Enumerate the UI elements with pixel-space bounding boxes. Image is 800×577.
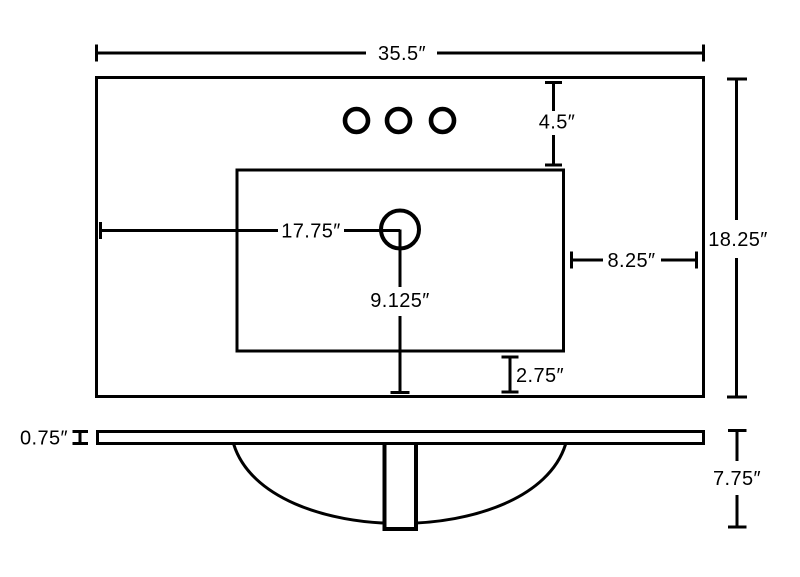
- svg-text:0.75″: 0.75″: [20, 428, 68, 450]
- svg-text:35.5″: 35.5″: [378, 43, 426, 65]
- svg-text:7.75″: 7.75″: [713, 468, 761, 490]
- svg-text:17.75″: 17.75″: [281, 221, 341, 243]
- svg-text:2.75″: 2.75″: [516, 365, 564, 387]
- svg-text:9.125″: 9.125″: [370, 290, 430, 312]
- svg-text:18.25″: 18.25″: [708, 229, 768, 251]
- svg-text:8.25″: 8.25″: [607, 250, 655, 272]
- svg-text:4.5″: 4.5″: [539, 112, 575, 134]
